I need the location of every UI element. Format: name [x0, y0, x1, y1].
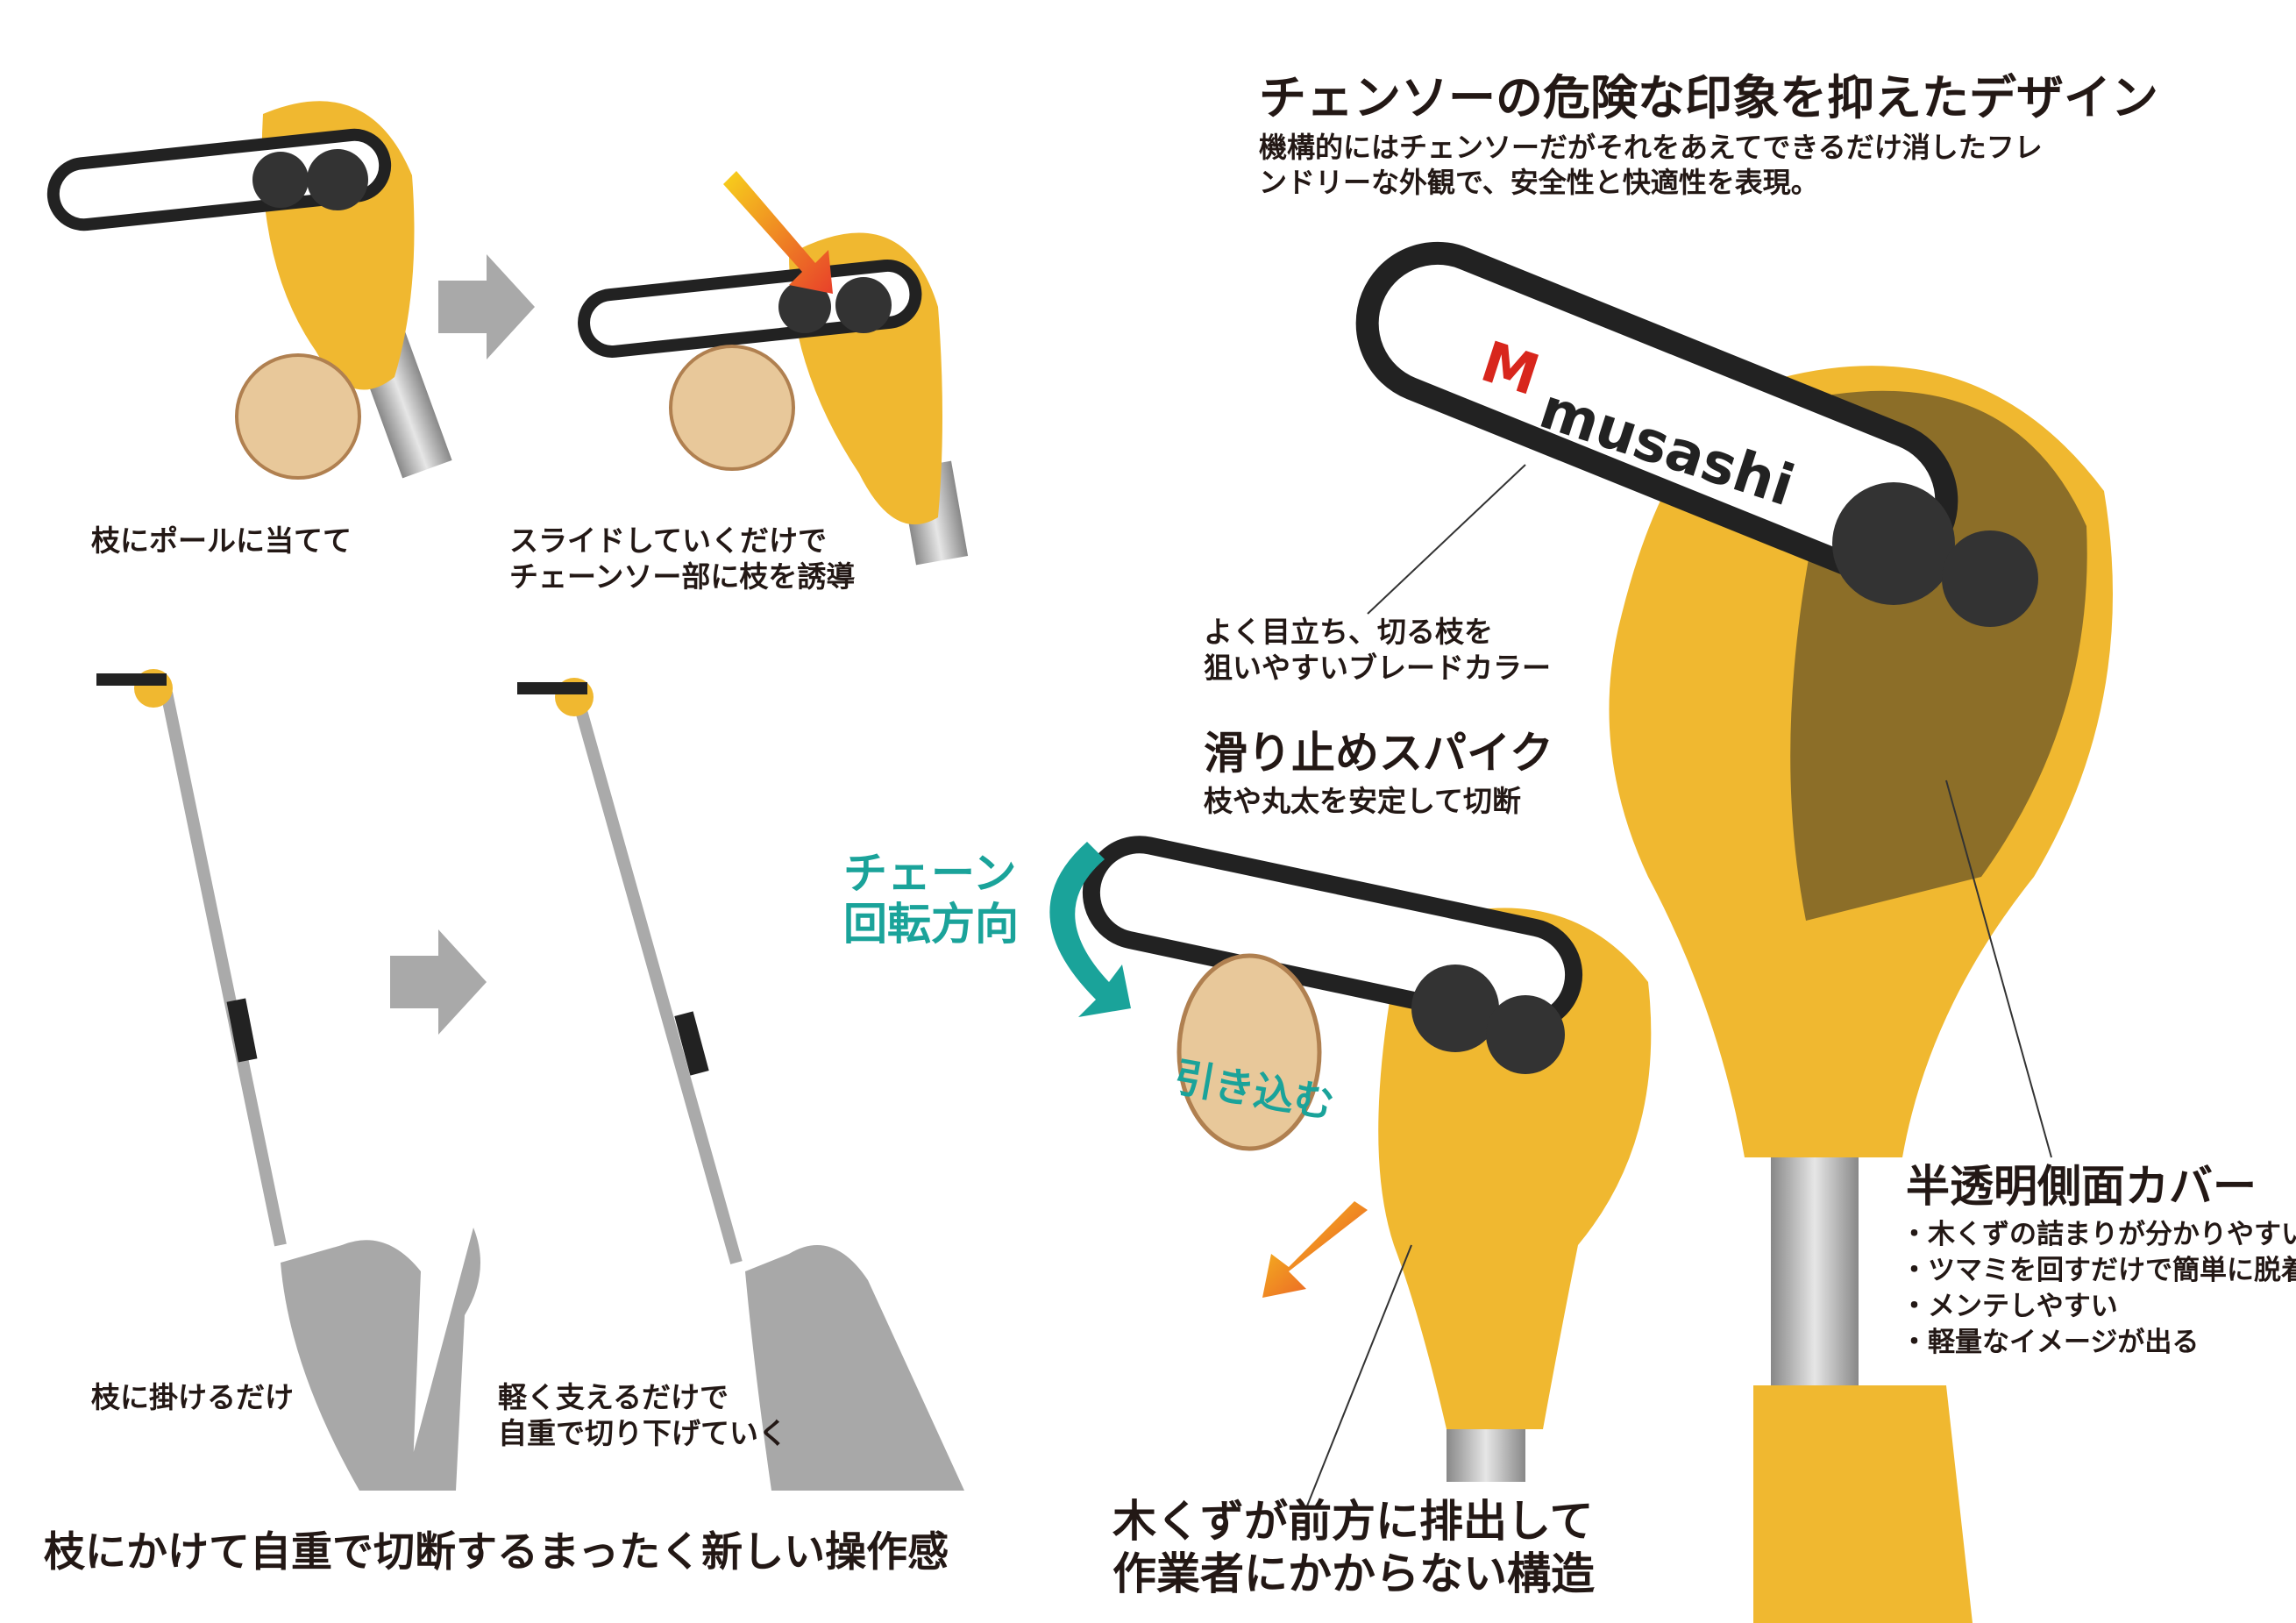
- step3-caption: 枝に掛けるだけ: [91, 1380, 294, 1414]
- spike-description: 枝や丸太を安定して切断: [1204, 784, 1522, 818]
- callout-line: 木くずが前方に排出して: [1112, 1496, 1594, 1547]
- person-silhouette: [281, 1228, 480, 1491]
- pole-saw-step3: [96, 669, 480, 1491]
- person-silhouette: [745, 1245, 964, 1491]
- step4-caption: 軽く支えるだけで 自重で切り下げていく: [498, 1379, 787, 1452]
- cover-point: ・木くずの詰まりが分かりやすい: [1901, 1219, 2296, 1250]
- cover-title: 半透明側面カバー: [1906, 1161, 2257, 1212]
- description-line: 機構的にはチェンソーだがそれをあえてできるだけ消したフレ: [1259, 131, 2043, 164]
- callout-line: チェーン: [843, 848, 1017, 899]
- arrow-right-icon: [390, 929, 487, 1035]
- arrow-right-icon: [438, 254, 535, 359]
- chainsaw-main-render: M musashi: [1355, 241, 2113, 1623]
- page-title: チェンソーの危険な印象を抑えたデザイン: [1259, 70, 2158, 125]
- cover-points: ・木くずの詰まりが分かりやすい ・ツマミを回すだけで簡単に脱着 ・メンテしやすい…: [1901, 1217, 2296, 1361]
- chainsaw-head-step1: [46, 101, 452, 480]
- chip-exit-arrow-icon: [1262, 1201, 1368, 1298]
- chainsaw-cutting-view: [1049, 836, 1652, 1509]
- blade-callout: よく目立ち、切る枝を 狙いやすいブレードカラー: [1204, 614, 1551, 687]
- cover-point: ・メンテしやすい: [1901, 1290, 2118, 1322]
- spike-title: 滑り止めスパイク: [1204, 728, 1553, 779]
- callout-line: 作業者にかからない構造: [1112, 1548, 1595, 1599]
- callout-line: 狙いやすいブレードカラー: [1204, 651, 1551, 686]
- caption-line: 自重で切り下げていく: [498, 1416, 787, 1451]
- rotation-arrow-icon: [1049, 842, 1131, 1017]
- cover-point: ・軽量なイメージが出る: [1901, 1326, 2200, 1358]
- chainsaw-head-step2: [578, 171, 969, 566]
- step2-caption: スライドしていくだけで チェーンソー部に枝を誘導: [509, 523, 855, 595]
- callout-line: よく目立ち、切る枝を: [1204, 615, 1493, 649]
- summary-caption: 枝にかけて自重で切断するまったく新しい操作感: [44, 1528, 949, 1577]
- caption-line: 軽く支えるだけで: [498, 1380, 729, 1414]
- caption-line: スライドしていくだけで: [509, 523, 828, 558]
- callout-line: 回転方向: [843, 898, 1019, 950]
- cover-point: ・ツマミを回すだけで簡単に脱着: [1901, 1254, 2296, 1286]
- page-description: 機構的にはチェンソーだがそれをあえてできるだけ消したフレ ンドリーな外観で、安全…: [1259, 130, 2043, 200]
- pole-saw-step4: [517, 678, 964, 1491]
- chips-callout: 木くずが前方に排出して 作業者にかからない構造: [1112, 1495, 1595, 1600]
- rotation-callout: チェーン 回転方向: [843, 848, 1019, 950]
- step1-caption: 枝にポールに当てて: [91, 523, 352, 558]
- description-line: ンドリーな外観で、安全性と快適性を表現。: [1259, 166, 1819, 199]
- caption-line: チェーンソー部に枝を誘導: [509, 559, 856, 594]
